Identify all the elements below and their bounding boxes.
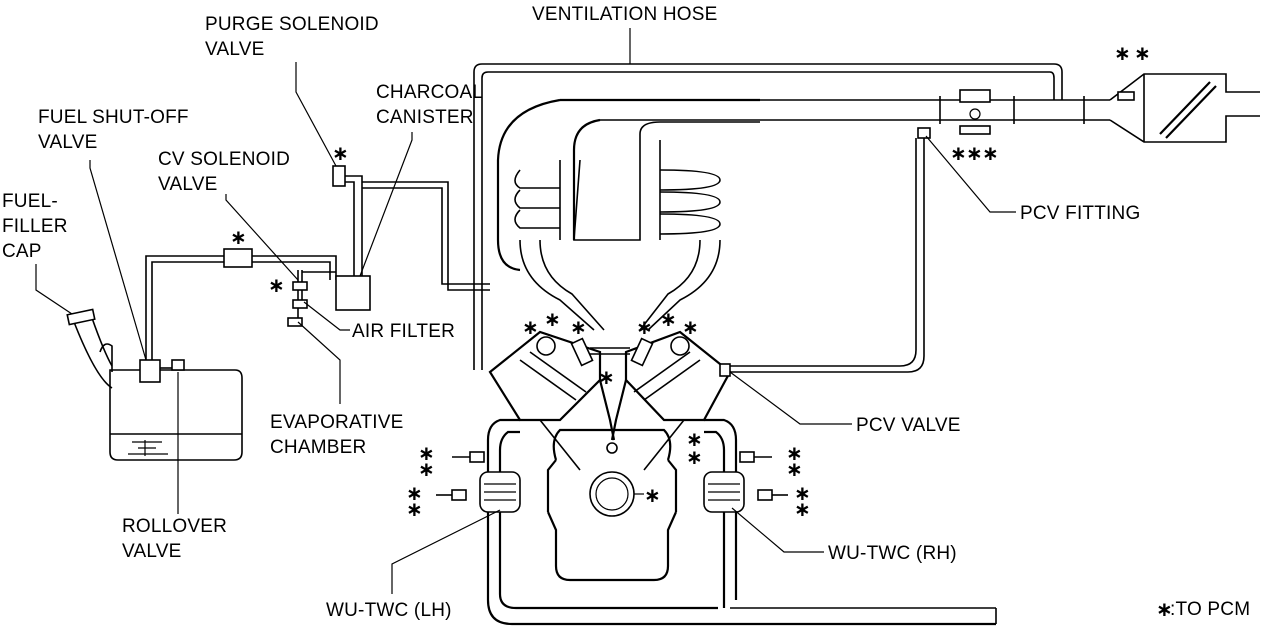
pcm-marker: ∗ — [418, 441, 435, 465]
pcm-marker: ∗ — [786, 457, 803, 481]
pcm-marker: ∗ — [794, 481, 811, 505]
pcm-marker: ∗ — [1134, 41, 1151, 65]
pcm-marker: ∗ — [418, 457, 435, 481]
pcm-marker: ∗ — [682, 315, 699, 339]
charcoal-canister — [335, 275, 371, 311]
pcm-marker: ∗ — [786, 441, 803, 465]
label-purge-solenoid-valve-1: PURGE SOLENOID — [205, 14, 379, 35]
label-rollover-valve-1: ROLLOVER — [122, 516, 227, 537]
pcm-marker: ∗ — [230, 225, 247, 249]
label-ventilation-hose: VENTILATION HOSE — [532, 4, 718, 25]
legend-symbol: ∗ — [1156, 597, 1173, 621]
label-wu-twc-rh: WU-TWC (RH) — [828, 543, 957, 564]
cv-solenoid-assembly — [287, 270, 336, 327]
pcm-marker: ∗ — [686, 427, 703, 451]
pcm-markers: ∗ ∗ ∗ ∗ ∗ ∗ ∗ ∗ ∗ ∗ ∗ ∗ ∗ ∗ ∗ ∗ ∗ ∗ ∗ ∗ … — [230, 41, 1151, 521]
legend: ∗ :TO PCM — [1156, 597, 1250, 621]
label-purge-solenoid-valve-2: VALVE — [205, 39, 264, 60]
label-evaporative-chamber-2: CHAMBER — [270, 437, 366, 458]
pcm-marker: ∗ — [1114, 41, 1131, 65]
intake-manifold — [496, 98, 760, 331]
leader-lines — [35, 28, 1016, 594]
pcm-marker: ∗ — [332, 141, 349, 165]
pcm-marker: ∗ — [966, 141, 983, 165]
label-fuel-shutoff-valve-2: VALVE — [38, 132, 97, 153]
legend-text: :TO PCM — [1170, 599, 1250, 620]
label-wu-twc-lh: WU-TWC (LH) — [326, 600, 452, 621]
pcv-line — [730, 127, 931, 373]
label-evaporative-chamber-1: EVAPORATIVE — [270, 412, 403, 433]
intake-duct — [560, 73, 1260, 143]
pcm-marker: ∗ — [598, 365, 615, 389]
label-fuel-filler-cap-2: FILLER — [2, 216, 68, 237]
pcm-marker: ∗ — [570, 315, 587, 339]
label-fuel-filler-cap-3: CAP — [2, 241, 42, 262]
label-fuel-shutoff-valve-1: FUEL SHUT-OFF — [38, 107, 189, 128]
fuel-tank — [109, 369, 243, 461]
label-charcoal-canister-1: CHARCOAL — [376, 82, 483, 103]
pcm-marker: ∗ — [950, 141, 967, 165]
engine-block — [488, 330, 732, 582]
pcm-marker: ∗ — [406, 497, 423, 521]
label-pcv-fitting: PCV FITTING — [1020, 203, 1140, 224]
pcm-marker: ∗ — [406, 481, 423, 505]
fuel-filler-neck — [66, 308, 113, 389]
exhaust-system — [436, 418, 997, 626]
purge-line — [332, 165, 490, 291]
pcm-marker: ∗ — [522, 315, 539, 339]
label-cv-solenoid-valve-1: CV SOLENOID — [158, 149, 290, 170]
label-air-filter: AIR FILTER — [352, 321, 455, 342]
pcm-marker: ∗ — [268, 273, 285, 297]
pcm-marker: ∗ — [686, 445, 703, 469]
label-pcv-valve: PCV VALVE — [856, 415, 961, 436]
label-charcoal-canister-2: CANISTER — [376, 107, 474, 128]
pcm-marker: ∗ — [982, 141, 999, 165]
pcm-marker: ∗ — [794, 497, 811, 521]
label-rollover-valve-2: VALVE — [122, 541, 181, 562]
label-fuel-filler-cap-1: FUEL- — [2, 191, 58, 212]
pcm-marker: ∗ — [636, 315, 653, 339]
tank-valves — [139, 359, 185, 383]
ventilation-hose — [473, 63, 1063, 370]
pcm-marker: ∗ — [660, 307, 677, 331]
pcm-marker: ∗ — [544, 307, 561, 331]
pcm-marker: ∗ — [644, 483, 661, 507]
label-cv-solenoid-valve-2: VALVE — [158, 174, 217, 195]
